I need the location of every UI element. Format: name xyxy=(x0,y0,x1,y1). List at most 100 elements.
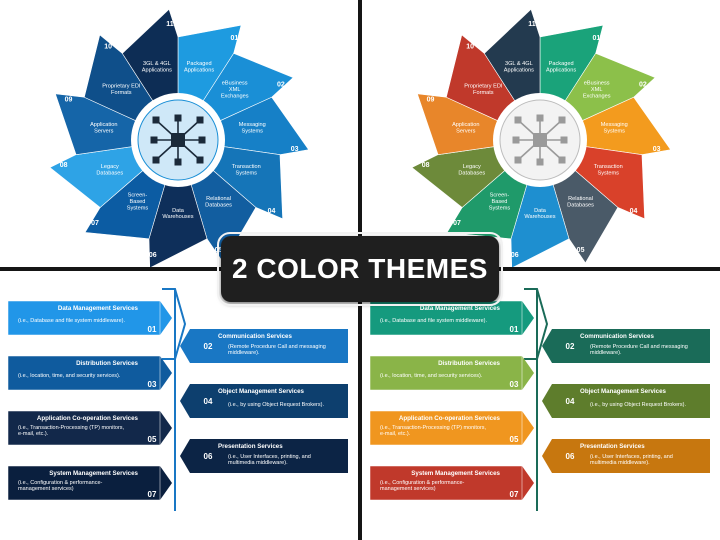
service-card-left: Application Co-operation Services (i.e., … xyxy=(369,410,534,446)
card-shape xyxy=(370,301,534,335)
service-number: 04 xyxy=(204,397,213,406)
segment-number: 04 xyxy=(630,208,638,215)
segment-number: 11 xyxy=(528,21,536,28)
service-number: 05 xyxy=(148,435,157,444)
segment-number: 07 xyxy=(91,220,99,227)
service-card-right: Presentation Services (i.e., User Interfa… xyxy=(542,439,710,473)
service-title: Object Management Services xyxy=(218,388,305,395)
card-shape xyxy=(8,356,172,390)
segment-number: 06 xyxy=(511,252,519,259)
segment-number: 03 xyxy=(653,146,661,153)
color-themes-banner: 2 COLOR THEMES xyxy=(217,232,503,306)
card-shape xyxy=(8,466,172,500)
service-desc: (i.e., by using Object Request Brokers). xyxy=(228,402,324,408)
service-desc: (i.e., location, time, and security serv… xyxy=(380,373,483,379)
segment-number: 08 xyxy=(60,162,68,169)
services-blue: Data Management Services (i.e., Database … xyxy=(7,288,348,511)
card-shape xyxy=(542,384,710,418)
card-shape xyxy=(370,356,534,390)
service-card-left: Application Co-operation Services(i.e., … xyxy=(7,410,172,446)
service-desc: (i.e., Configuration & performance-manag… xyxy=(18,480,103,492)
service-card-right: Object Management Services (i.e., by usin… xyxy=(180,384,348,418)
service-desc: (i.e., Database and file system middlewa… xyxy=(380,318,487,324)
card-shape xyxy=(180,329,348,363)
service-title: Object Management Services xyxy=(580,388,667,395)
service-title: Presentation Services xyxy=(218,443,283,450)
card-shape xyxy=(542,329,710,363)
service-number: 02 xyxy=(566,342,575,351)
banner-title: 2 COLOR THEMES xyxy=(232,253,488,284)
service-card-right: Communication Services(Remote Procedure … xyxy=(542,329,710,363)
card-shape xyxy=(370,411,534,445)
service-title: Distribution Services xyxy=(76,360,138,367)
service-title: Distribution Services xyxy=(438,360,500,367)
service-number: 03 xyxy=(510,380,519,389)
service-desc: (i.e., Transaction-Processing (TP) monit… xyxy=(18,425,125,437)
service-number: 05 xyxy=(510,435,519,444)
service-card-left: System Management Services (i.e., Configu… xyxy=(7,465,172,501)
card-shape xyxy=(180,439,348,473)
service-title: System Management Services xyxy=(49,470,138,477)
service-card-right: Communication Services(Remote Procedure … xyxy=(180,329,348,363)
service-number: 06 xyxy=(566,452,575,461)
service-number: 07 xyxy=(510,490,519,499)
card-shape xyxy=(8,411,172,445)
card-shape xyxy=(542,439,710,473)
service-card-right: Object Management Services(i.e., by usin… xyxy=(542,384,710,418)
segment-number: 09 xyxy=(427,96,435,103)
segment-number: 01 xyxy=(592,35,600,42)
segment-number: 04 xyxy=(268,208,276,215)
segment-number: 10 xyxy=(104,44,112,51)
service-desc: (i.e., Transaction-Processing (TP) monit… xyxy=(380,425,487,437)
segment-number: 11 xyxy=(166,21,174,28)
connector-bracket xyxy=(162,288,187,511)
segment-number: 07 xyxy=(453,220,461,227)
service-title: System Management Services xyxy=(411,470,500,477)
service-number: 01 xyxy=(148,325,157,334)
service-desc: (i.e., location, time, and security serv… xyxy=(18,373,121,379)
segment-number: 06 xyxy=(149,252,157,259)
service-number: 06 xyxy=(204,452,213,461)
service-card-right: Presentation Services (i.e., User Interfa… xyxy=(180,439,348,473)
service-number: 02 xyxy=(204,342,213,351)
card-shape xyxy=(180,384,348,418)
segment-number: 05 xyxy=(577,247,585,254)
service-card-left: Distribution Services (i.e., location, ti… xyxy=(7,355,172,391)
segment-number: 09 xyxy=(65,96,73,103)
service-title: Data Management Services xyxy=(58,305,139,312)
service-card-left: Data Management Services(i.e., Database … xyxy=(369,300,534,336)
service-card-left: Distribution Services (i.e., location, ti… xyxy=(369,355,534,391)
service-number: 03 xyxy=(148,380,157,389)
service-desc: (i.e., Database and file system middlewa… xyxy=(18,318,125,324)
service-title: Presentation Services xyxy=(580,443,645,450)
service-title: Application Co-operation Services xyxy=(399,415,501,422)
